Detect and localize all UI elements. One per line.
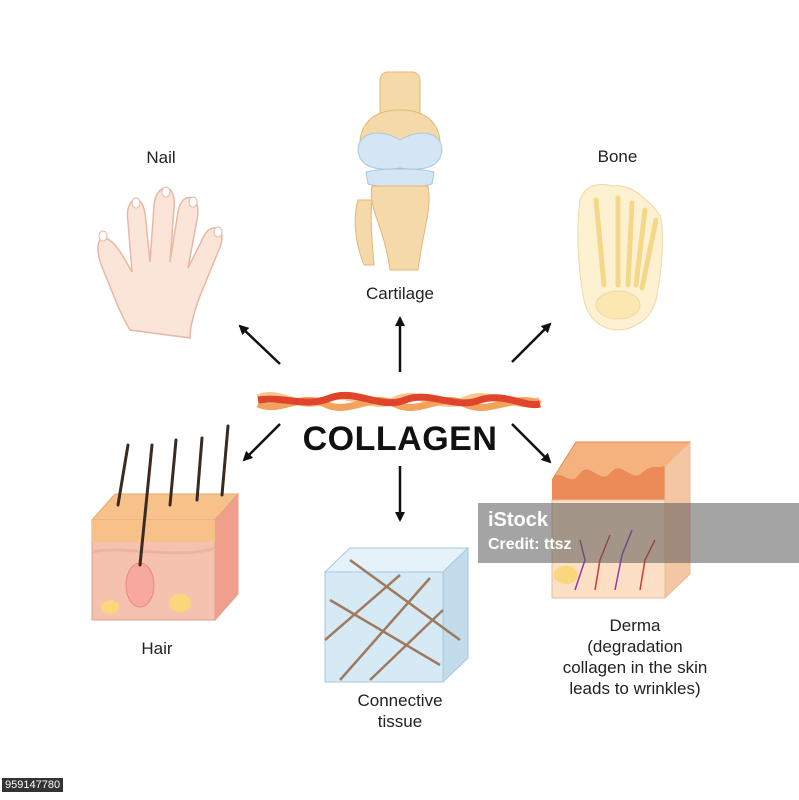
label-hair: Hair <box>141 639 173 658</box>
label-derma-line-4: leads to wrinkles) <box>569 679 701 698</box>
stock-image-id: 959147780 <box>2 778 64 792</box>
collagen-fiber-illustration <box>256 391 542 411</box>
label-connective-line-2: tissue <box>377 712 423 731</box>
arrow-to-hair <box>242 423 281 462</box>
watermark-credit: Credit: ttsz <box>488 536 572 553</box>
istock-watermark: iStock Credit: ttsz <box>478 503 799 563</box>
label-connective-tissue: Connective tissue <box>320 690 480 732</box>
label-nail: Nail <box>146 148 176 167</box>
arrow-to-bone <box>511 322 552 363</box>
arrow-to-derma <box>511 423 552 464</box>
hand-illustration <box>97 186 223 339</box>
label-connective-line-1: Connective <box>357 691 443 710</box>
label-derma-line-2: (degradation <box>587 637 683 656</box>
label-derma-line-1: Derma <box>609 616 661 635</box>
watermark-brand: iStock <box>488 509 549 531</box>
label-derma-line-3: collagen in the skin <box>562 658 708 677</box>
foot-bone-illustration <box>577 183 664 331</box>
connective-tissue-illustration <box>323 546 470 684</box>
knee-cartilage-illustration <box>354 71 443 271</box>
label-derma: Derma (degradation collagen in the skin … <box>535 615 735 699</box>
label-bone: Bone <box>597 147 638 166</box>
collagen-title: COLLAGEN <box>302 420 498 458</box>
hair-skin-illustration <box>90 424 240 622</box>
arrow-to-nail <box>238 324 281 365</box>
label-cartilage: Cartilage <box>365 284 435 303</box>
